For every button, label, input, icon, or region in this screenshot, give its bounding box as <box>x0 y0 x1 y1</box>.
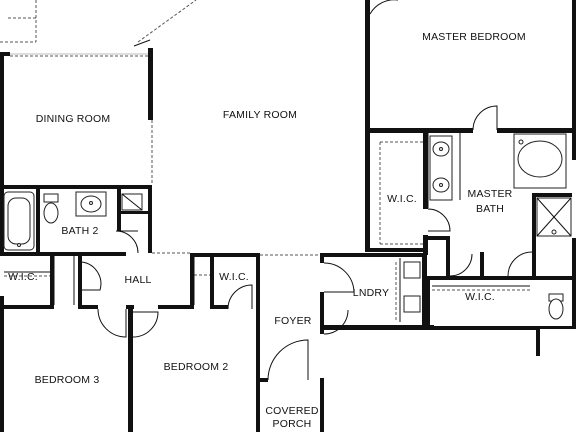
laundry-label: LNDRY <box>353 287 389 299</box>
dining-room-label: DINING ROOM <box>36 113 111 125</box>
east-wall-jog <box>536 326 540 356</box>
master-bath-label-line2: BATH <box>476 203 504 215</box>
master-bath-label-line1: MASTER <box>468 188 513 200</box>
porch-east-wall <box>320 378 324 432</box>
west-wall-upper <box>0 52 4 252</box>
hall-east-wall-upper <box>148 185 152 253</box>
toilet-door <box>449 253 473 277</box>
wic-center-label: W.I.C. <box>219 271 249 283</box>
toilet-room-east-wall <box>532 238 536 276</box>
laundry-south-wall <box>324 325 434 330</box>
foyer-west-wall <box>256 253 260 432</box>
doors <box>81 0 533 381</box>
foyer-east-wall-stub <box>320 253 324 263</box>
master-bedroom-door <box>369 0 398 15</box>
east-wall-jog-top <box>540 326 576 329</box>
laundry-door <box>323 262 355 293</box>
master-bath-divider <box>446 236 450 276</box>
family-room-label: FAMILY ROOM <box>223 109 297 121</box>
hall-south-wall-west <box>78 305 98 309</box>
master-wic-door <box>427 208 451 232</box>
dining-north-wall-stub <box>0 52 10 56</box>
master-wic-north-wall <box>426 276 576 280</box>
master-bath-west-wall <box>428 236 450 240</box>
laundry-north-wall <box>320 253 426 257</box>
east-wall-lower <box>572 238 576 328</box>
bath2-door <box>115 230 139 254</box>
master-wic-bottom-south-wall <box>426 326 538 330</box>
west-wall-lower <box>0 296 4 432</box>
dryer-icon <box>403 295 421 313</box>
hall-east-wall-lower <box>190 253 194 309</box>
hall-closet-door <box>81 261 102 291</box>
master-bedroom-west-wall <box>365 0 370 252</box>
covered-porch-label-line1: COVERED <box>265 405 319 417</box>
toilet-room-west-wall <box>480 252 484 276</box>
bath2-south-wall <box>0 252 126 256</box>
wic-left-east-wall <box>50 256 54 308</box>
east-wall-upper <box>572 0 576 160</box>
bedroom2-door <box>132 311 159 338</box>
porch-north-wall-west <box>256 378 268 382</box>
hall-west-wall <box>78 256 82 308</box>
master-wic-bottom-door <box>507 251 533 277</box>
bath2-west-partition <box>36 189 40 252</box>
wic-master-bottom-label: W.I.C. <box>465 291 495 303</box>
room-labels: MASTER BEDROOM DINING ROOM FAMILY ROOM M… <box>8 31 526 430</box>
wic-master-left-label: W.I.C. <box>387 193 417 205</box>
covered-porch-label-line2: PORCH <box>273 418 312 430</box>
master-bedroom-south-wall-west <box>365 128 473 133</box>
wic-center-south-wall <box>210 305 228 309</box>
wic-center-north-wall <box>194 253 260 257</box>
bedroom2-north-wall <box>158 305 194 309</box>
shower-north-wall <box>532 193 572 197</box>
dining-east-wall <box>148 48 153 120</box>
fixtures <box>3 133 572 320</box>
shower-west-wall <box>532 193 536 238</box>
foyer-label: FOYER <box>274 315 311 327</box>
wic-center-door <box>227 284 253 310</box>
laundry-east-wall <box>422 255 427 330</box>
washer-icon <box>403 261 421 279</box>
garage-door <box>323 309 349 335</box>
front-door <box>267 339 309 381</box>
master-bath-door <box>472 105 498 131</box>
bedroom3-bedroom2-wall <box>128 305 133 432</box>
master-wic-south-wall <box>370 248 424 252</box>
thin-lines <box>0 0 530 322</box>
foyer-east-wall <box>320 292 324 334</box>
bath2-east-wall <box>117 189 121 231</box>
toilet-icon <box>43 193 59 203</box>
wic-center-west-wall <box>210 257 214 309</box>
hall-label: HALL <box>124 274 151 286</box>
master-wic-east-wall <box>423 133 428 209</box>
master-wic-west-wall <box>426 276 430 330</box>
wic-left-label: W.I.C. <box>8 271 38 283</box>
master-bedroom-label: MASTER BEDROOM <box>422 31 526 43</box>
dining-south-wall <box>0 185 150 189</box>
bedroom-2-label: BEDROOM 2 <box>164 361 229 373</box>
master-wic-east-wall-lower <box>423 235 428 255</box>
master-bedroom-south-wall-east <box>497 128 576 133</box>
linen-shelf <box>120 211 150 214</box>
bath-2-label: BATH 2 <box>61 225 98 237</box>
bedroom3-door <box>97 308 127 338</box>
wic-left-south-wall <box>0 305 54 309</box>
bedroom-3-label: BEDROOM 3 <box>35 374 100 386</box>
